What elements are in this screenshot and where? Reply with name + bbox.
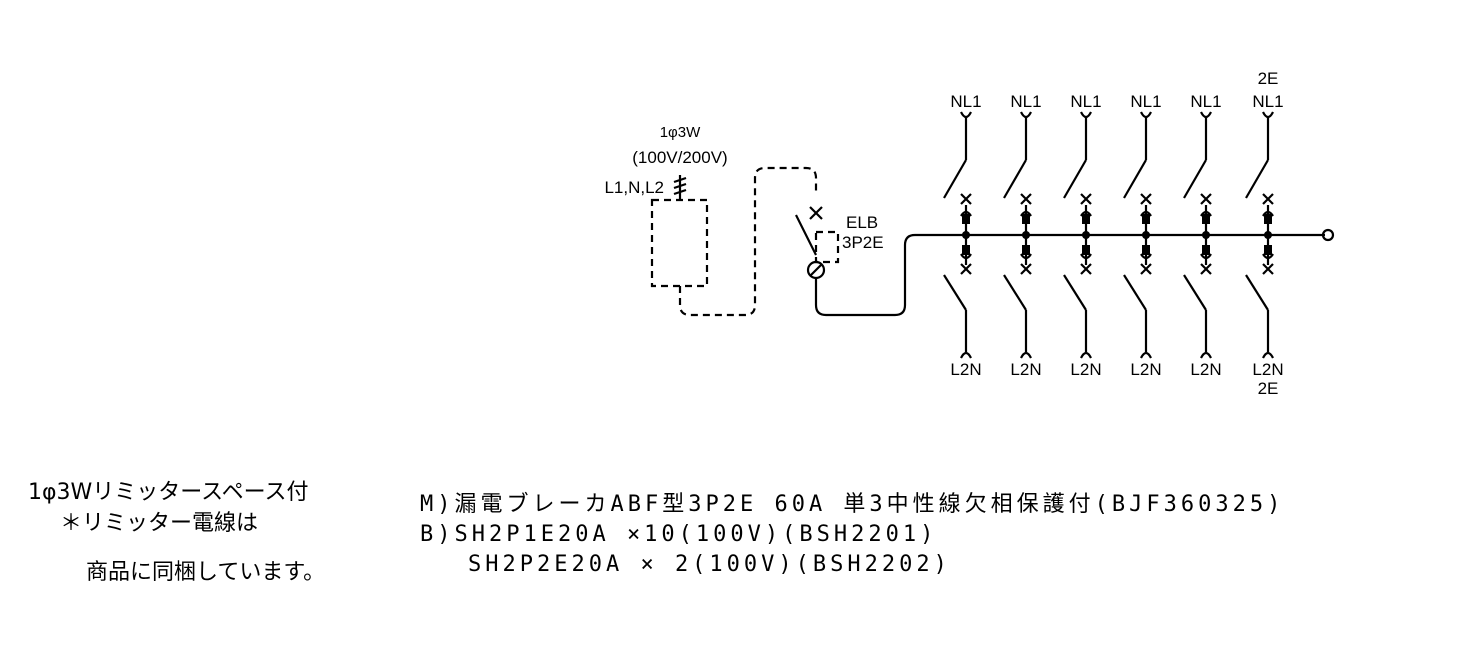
branch-top-label: NL1	[1010, 92, 1041, 111]
bus-terminal	[1321, 228, 1335, 242]
supply-lines-label: L1,N,L2	[604, 178, 664, 197]
main-breaker-elb	[795, 206, 1325, 317]
branch-top-label: NL1	[1190, 92, 1221, 111]
branch-bottom-label: L2N	[1252, 360, 1283, 379]
limiter-wire	[678, 166, 818, 317]
branch-bottom-extra-label: 2E	[1258, 379, 1279, 398]
limiter-note-line3: 商品に同梱しています。	[86, 560, 326, 585]
limiter-space-box	[650, 198, 709, 288]
branch-top-label: NL1	[1070, 92, 1101, 111]
supply-phase-label: 1φ3W	[660, 124, 701, 141]
branch-top-label: NL1	[1130, 92, 1161, 111]
branch-bottom-label: L2N	[950, 360, 981, 379]
spec-branch-2: SH2P2E20A × 2(100V)(BSH2202)	[468, 552, 951, 577]
branch-top-label: NL1	[1252, 92, 1283, 111]
branch-top-extra-label: 2E	[1258, 69, 1279, 88]
branch-bottom-label: L2N	[1010, 360, 1041, 379]
main-breaker-name: ELB	[846, 213, 878, 232]
supply-voltage-label: (100V/200V)	[632, 148, 727, 167]
branch-bottom-label: L2N	[1190, 360, 1221, 379]
branch-top-label: NL1	[950, 92, 981, 111]
spec-main-breaker: M)漏電ブレーカABF型3P2E 60A 単3中性線欠相保護付(BJF36032…	[420, 492, 1285, 517]
branch-bottom-label: L2N	[1130, 360, 1161, 379]
spec-branch-1: B)SH2P1E20A ×10(100V)(BSH2201)	[420, 522, 938, 547]
branch-bottom-label: L2N	[1070, 360, 1101, 379]
main-breaker-poles: 3P2E	[842, 233, 884, 252]
limiter-note-line1: 1φ3Wリミッタースペース付	[28, 480, 309, 505]
three-wire-mark	[673, 175, 687, 200]
limiter-note-line2: ＊リミッター電線は	[60, 511, 259, 536]
